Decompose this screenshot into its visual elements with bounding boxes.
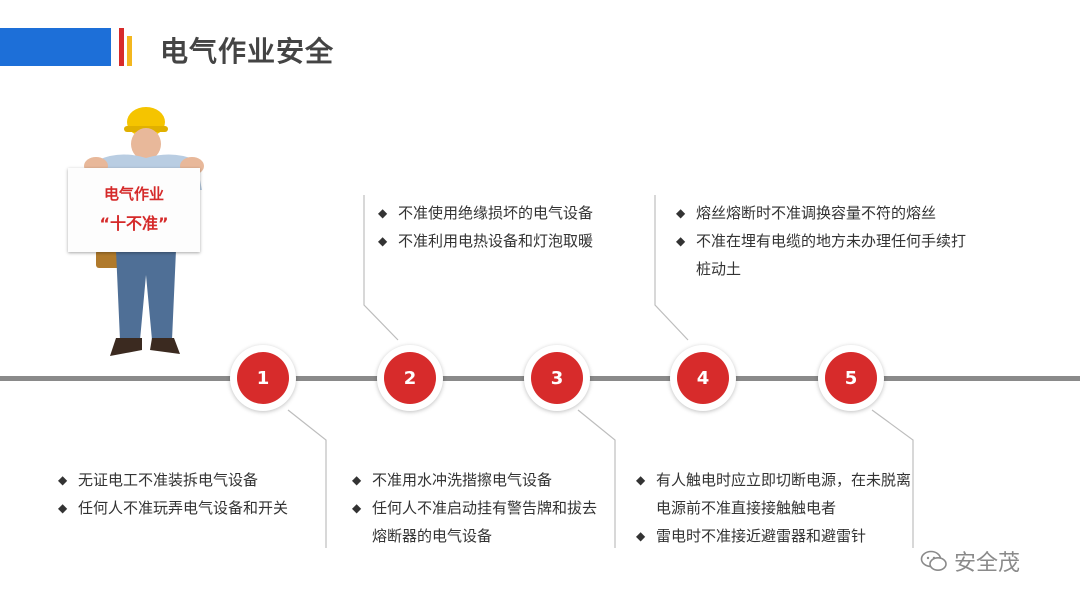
timeline-node-5: 5 (818, 345, 884, 411)
rule-block-2: ◆不准使用绝缘损坏的电气设备 ◆不准利用电热设备和灯泡取暖 (378, 199, 638, 255)
list-item: ◆不准用水冲洗揩擦电气设备 (352, 466, 607, 494)
list-item: ◆不准使用绝缘损坏的电气设备 (378, 199, 638, 227)
diamond-bullet-icon: ◆ (352, 501, 362, 515)
warning-sign: 电气作业 “十不准” (68, 168, 200, 252)
timeline-node-1: 1 (230, 345, 296, 411)
header-blue-bar (0, 28, 111, 66)
list-item: ◆任何人不准启动挂有警告牌和拔去熔断器的电气设备 (352, 494, 607, 550)
rule-block-3: ◆不准用水冲洗揩擦电气设备 ◆任何人不准启动挂有警告牌和拔去熔断器的电气设备 (352, 466, 607, 550)
node-number: 3 (531, 352, 583, 404)
sign-line-1: 电气作业 (103, 185, 164, 203)
watermark-text: 安全茂 (954, 551, 1021, 576)
list-item: ◆不准利用电热设备和灯泡取暖 (378, 227, 638, 255)
diamond-bullet-icon: ◆ (636, 473, 646, 487)
list-item: ◆雷电时不准接近避雷器和避雷针 (636, 522, 911, 550)
diamond-bullet-icon: ◆ (378, 234, 388, 248)
wechat-icon (920, 550, 947, 571)
node-number: 5 (825, 352, 877, 404)
diamond-bullet-icon: ◆ (378, 206, 388, 220)
watermark: 安全茂 (920, 545, 1020, 577)
rule-block-4: ◆熔丝熔断时不准调换容量不符的熔丝 ◆不准在埋有电缆的地方未办理任何手续打桩动土 (676, 199, 971, 283)
sign-line-2: “十不准” (99, 214, 169, 233)
timeline-node-4: 4 (670, 345, 736, 411)
list-item: ◆任何人不准玩弄电气设备和开关 (58, 494, 318, 522)
diamond-bullet-icon: ◆ (58, 501, 68, 515)
page-title: 电气作业安全 (160, 35, 335, 68)
diamond-bullet-icon: ◆ (676, 206, 686, 220)
list-item: ◆熔丝熔断时不准调换容量不符的熔丝 (676, 199, 971, 227)
header-red-accent (119, 28, 124, 66)
diamond-bullet-icon: ◆ (58, 473, 68, 487)
node-number: 2 (384, 352, 436, 404)
rule-block-5: ◆有人触电时应立即切断电源，在未脱离电源前不准直接接触触电者 ◆雷电时不准接近避… (636, 466, 911, 550)
diamond-bullet-icon: ◆ (676, 234, 686, 248)
list-item: ◆有人触电时应立即切断电源，在未脱离电源前不准直接接触触电者 (636, 466, 911, 522)
diamond-bullet-icon: ◆ (636, 529, 646, 543)
node-number: 1 (237, 352, 289, 404)
timeline-node-2: 2 (377, 345, 443, 411)
header-yellow-accent (127, 36, 132, 66)
timeline-node-3: 3 (524, 345, 590, 411)
node-number: 4 (677, 352, 729, 404)
diamond-bullet-icon: ◆ (352, 473, 362, 487)
list-item: ◆无证电工不准装拆电气设备 (58, 466, 318, 494)
rule-block-1: ◆无证电工不准装拆电气设备 ◆任何人不准玩弄电气设备和开关 (58, 466, 318, 522)
list-item: ◆不准在埋有电缆的地方未办理任何手续打桩动土 (676, 227, 971, 283)
